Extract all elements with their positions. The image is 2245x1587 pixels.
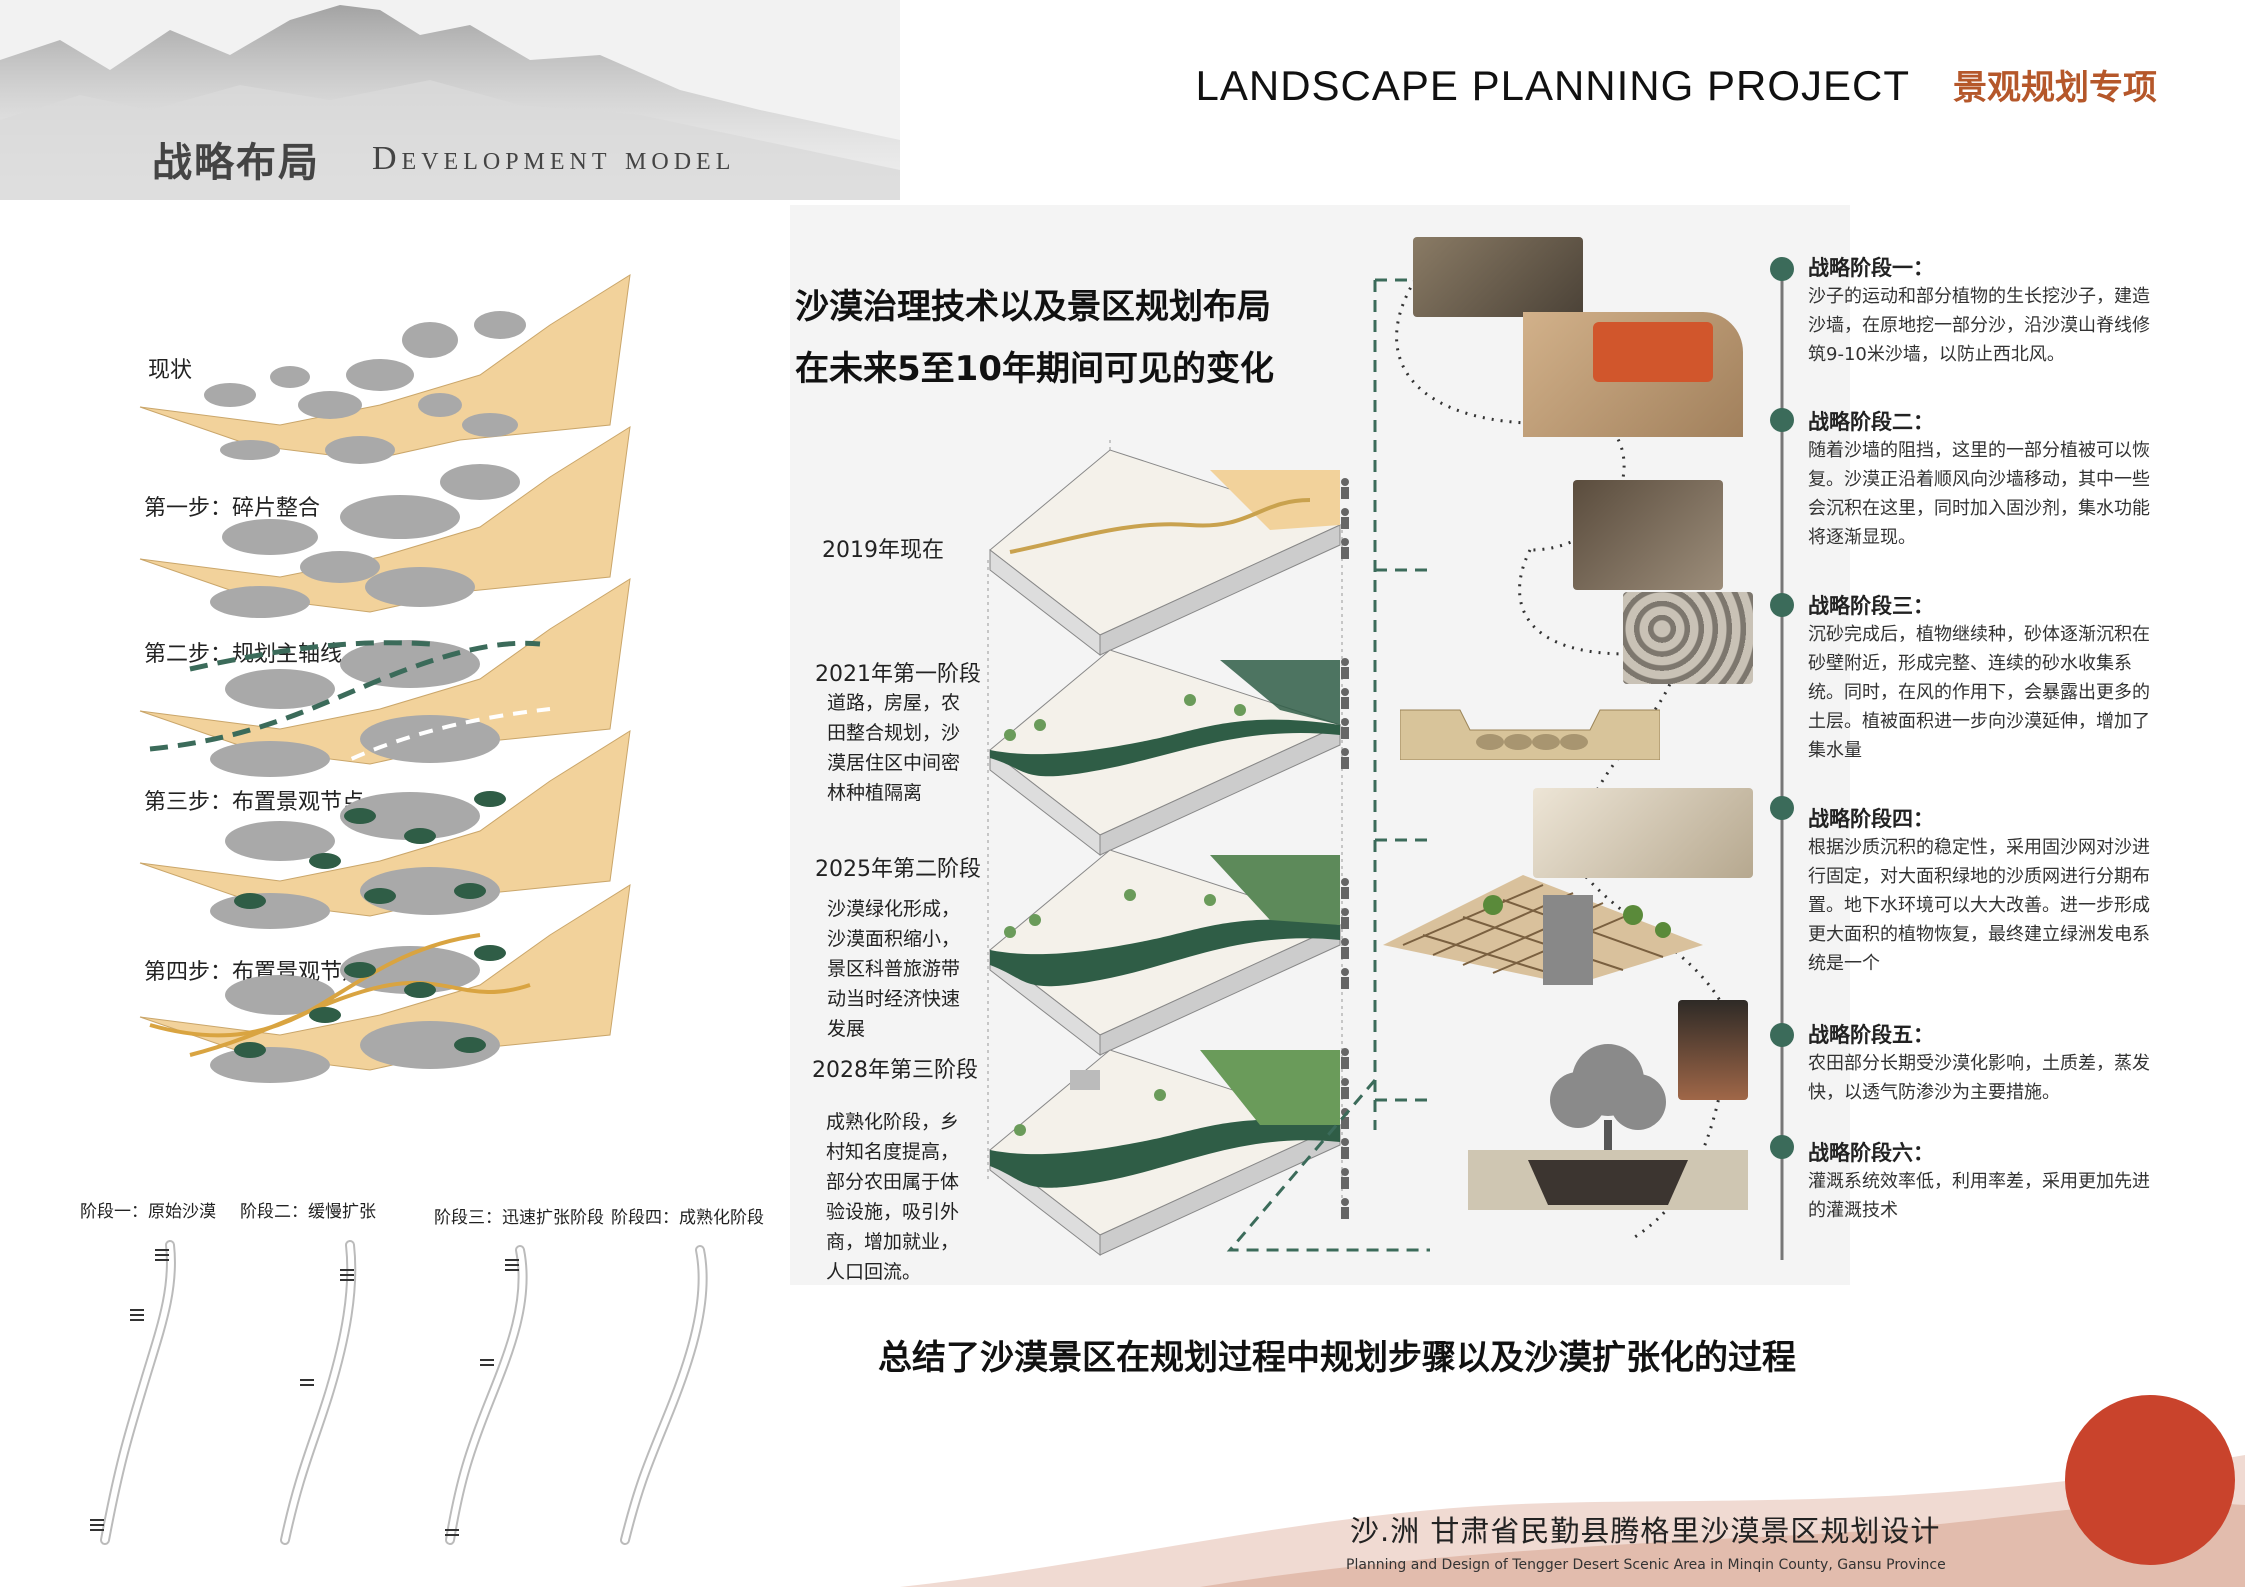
summary-text: 总结了沙漠景区在规划过程中规划步骤以及沙漠扩张化的过程	[878, 1338, 1796, 1378]
timeline-title-2: 战略阶段二：	[1808, 410, 1934, 434]
timeline-text-4: 根据沙质沉积的稳定性，采用固沙网对沙进行固定，对大面积绿地的沙质网进行分期布置。…	[1808, 837, 2150, 974]
timeline-title-6: 战略阶段六：	[1808, 1141, 1934, 1165]
footer-title-cn: 沙.洲 甘肃省民勤县腾格里沙漠景区规划设计	[1350, 1514, 1941, 1548]
step-label-3: 第三步：布置景观节点	[144, 790, 365, 815]
sand-grid-diagram	[1383, 875, 1703, 985]
timeline-item-5: 战略阶段五： 农田部分长期受沙漠化影响，土质差，蒸发快，以透气防渗沙为主要措施。	[1808, 1019, 2163, 1107]
timeline-title-3: 战略阶段三：	[1808, 594, 1934, 618]
main-title-line1: 沙漠治理技术以及景区规划布局	[795, 287, 1271, 327]
project-title-cn: 景观规划专项	[1953, 68, 2157, 108]
layer-current	[139, 274, 631, 464]
stage-label-3: 阶段三：迅速扩张阶段	[434, 1208, 604, 1228]
timeline-title-5: 战略阶段五：	[1808, 1023, 1934, 1047]
mountain-backdrop	[0, 0, 900, 200]
year-2028: 2028年第三阶段	[812, 1058, 978, 1083]
plane-2019	[989, 449, 1342, 657]
photo-workers	[1573, 480, 1723, 590]
section-title-cn: 战略布局	[152, 140, 320, 186]
photo-farmer	[1678, 1000, 1748, 1100]
population-icons	[1341, 478, 1349, 1219]
timeline-text-6: 灌溉系统效率低，利用率差，采用更加先进的灌溉技术	[1808, 1171, 2150, 1221]
footer-ink-decoration	[900, 1395, 2245, 1587]
main-title: 沙漠治理技术以及景区规划布局 在未来5至10年期间可见的变化	[795, 276, 1274, 400]
layer-step-4	[139, 884, 631, 1083]
layer-step-3	[139, 730, 631, 929]
timeline-text-3: 沉砂完成后，植物继续种，砂体逐渐沉积在砂壁附近，形成完整、连续的砂水收集系统。同…	[1808, 624, 2150, 761]
photo-sand-digging	[1413, 237, 1583, 317]
timeline-line	[1770, 257, 1794, 1260]
plane-2021	[989, 649, 1342, 857]
timeline-title-1: 战略阶段一：	[1808, 256, 1934, 280]
timeline-item-2: 战略阶段二： 随着沙墙的阻挡，这里的一部分植被可以恢复。沙漠正沿着顺风向沙墙移动…	[1808, 406, 2163, 552]
layer-step-2	[139, 578, 631, 777]
layer-step-1	[139, 426, 631, 618]
footer-title-en: Planning and Design of Tengger Desert Sc…	[1346, 1557, 1946, 1573]
year-2021: 2021年第一阶段	[815, 662, 981, 687]
photo-gravel	[1623, 592, 1753, 684]
step-label-current: 现状	[148, 358, 193, 383]
stage-river-sketches	[90, 1240, 708, 1545]
year-2025: 2025年第二阶段	[815, 857, 981, 882]
isometric-stages	[987, 440, 1343, 1257]
stage-label-1: 阶段一：原始沙漠	[80, 1202, 216, 1222]
year-2025-desc: 沙漠绿化形成，沙漠面积缩小，景区科普旅游带动当时经济快速发展	[827, 898, 961, 1040]
step-diagrams	[139, 274, 631, 1083]
timeline-item-3: 战略阶段三： 沉砂完成后，植物继续种，砂体逐渐沉积在砂壁附近，形成完整、连续的砂…	[1808, 590, 2163, 765]
step-label-1: 第一步：碎片整合	[144, 496, 321, 521]
photo-sand-net	[1533, 788, 1753, 878]
plane-2028	[989, 1049, 1342, 1257]
timeline-text-2: 随着沙墙的阻挡，这里的一部分植被可以恢复。沙漠正沿着顺风向沙墙移动，其中一些会沉…	[1808, 440, 2150, 548]
irrigation-section	[1468, 1044, 1748, 1210]
main-title-line2: 在未来5至10年期间可见的变化	[795, 349, 1274, 389]
project-title-en: LANDSCAPE PLANNING PROJECT	[1195, 62, 1910, 109]
section-title-en: Development model	[372, 140, 736, 177]
year-2019: 2019年现在	[822, 538, 944, 563]
photo-excavator	[1523, 312, 1743, 437]
year-2028-desc: 成熟化阶段，乡村知名度提高，部分农田属于体验设施，吸引外商，增加就业，人口回流。	[826, 1111, 960, 1283]
year-2021-desc: 道路，房屋，农田整合规划，沙漠居住区中间密林种植隔离	[827, 692, 961, 804]
timeline-text-1: 沙子的运动和部分植物的生长挖沙子，建造沙墙，在原地挖一部分沙，沿沙漠山脊线修筑9…	[1808, 286, 2150, 365]
timeline-item-6: 战略阶段六： 灌溉系统效率低，利用率差，采用更加先进的灌溉技术	[1808, 1137, 2163, 1225]
sand-wall-section	[1400, 709, 1660, 760]
timeline-title-4: 战略阶段四：	[1808, 807, 1934, 831]
timeline-item-4: 战略阶段四： 根据沙质沉积的稳定性，采用固沙网对沙进行固定，对大面积绿地的沙质网…	[1808, 803, 2163, 978]
timeline-text-5: 农田部分长期受沙漠化影响，土质差，蒸发快，以透气防渗沙为主要措施。	[1808, 1053, 2150, 1103]
stage-label-4: 阶段四：成熟化阶段	[611, 1208, 764, 1228]
excavator-icon	[1593, 322, 1713, 382]
stage-label-2: 阶段二：缓慢扩张	[240, 1202, 376, 1222]
timeline-item-1: 战略阶段一： 沙子的运动和部分植物的生长挖沙子，建造沙墙，在原地挖一部分沙，沿沙…	[1808, 252, 2163, 369]
plane-2025	[989, 849, 1342, 1057]
